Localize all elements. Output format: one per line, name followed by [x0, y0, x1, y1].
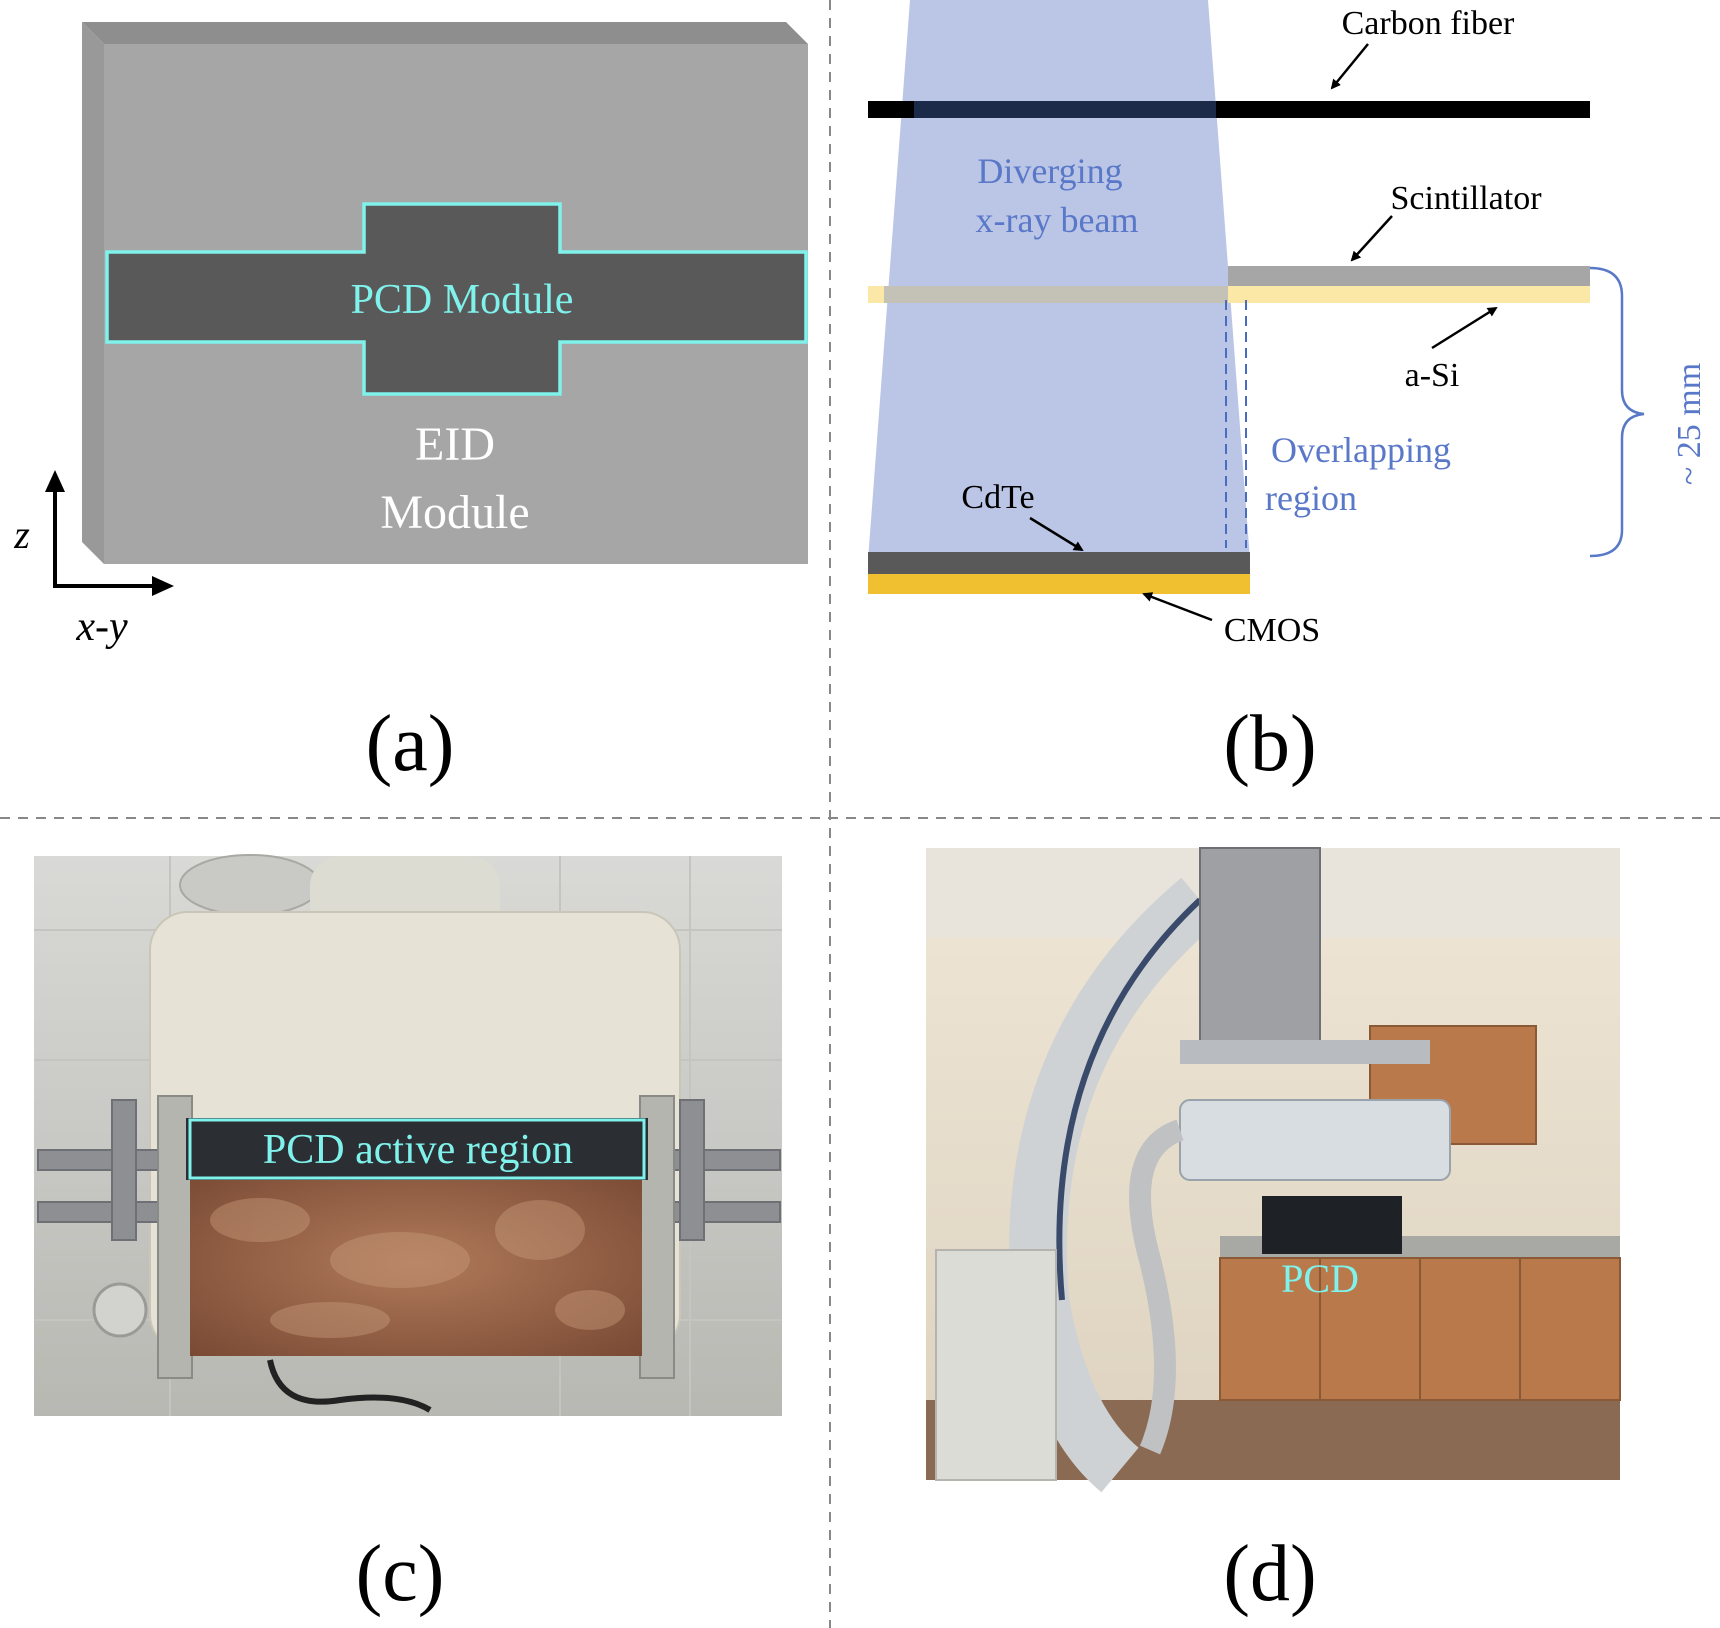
caption-d: (d): [1223, 1530, 1316, 1618]
eid-module-label-line1: EID: [415, 418, 495, 471]
cdte-label: CdTe: [961, 479, 1034, 516]
photo-c-cable: [267, 1359, 432, 1413]
overlap-label-line2: region: [1265, 478, 1357, 518]
photo-d-lower-cabinets: [1219, 1257, 1621, 1401]
asi-label: a-Si: [1405, 357, 1460, 394]
carbon-fiber-bar-in-beam: [914, 101, 1216, 118]
cmos-arrow: [1142, 592, 1213, 622]
beam-label-line2: x-ray beam: [976, 200, 1139, 240]
photo-c-copper-plate: [190, 1170, 642, 1356]
pcd-active-region-label: PCD active region: [263, 1127, 573, 1173]
caption-a: (a): [366, 700, 455, 788]
photo-c-wall-port: [92, 1282, 148, 1338]
cdte-bar: [868, 552, 1250, 574]
pcd-module-label: PCD Module: [351, 277, 574, 323]
photo-c-copper-texture: [210, 1198, 625, 1338]
z-axis-label: z: [13, 512, 30, 557]
dimension-label: ~ 25 mm: [1671, 363, 1708, 485]
cmos-bar: [868, 574, 1250, 594]
asi-bar-in-beam: [884, 286, 1228, 303]
xy-axis-label: x-y: [75, 604, 128, 650]
panel-c: PCD active region (c): [34, 854, 782, 1618]
panel-d: PCD (d): [926, 847, 1621, 1618]
photo-d-pcd-box: [1262, 1196, 1402, 1254]
dimension-brace: [1589, 266, 1645, 558]
pcd-module: [105, 202, 808, 396]
x-ray-beam: [868, 0, 1250, 560]
scintillator-arrow: [1350, 215, 1393, 262]
photo-d-base-unit: [935, 1249, 1057, 1481]
carbon-fiber-label: Carbon fiber: [1342, 5, 1515, 42]
z-axis-arrowhead: [45, 470, 65, 492]
xy-axis-arrowhead: [152, 576, 174, 596]
asi-arrow: [1431, 306, 1498, 350]
photo-d-head-mount: [1199, 847, 1321, 1049]
cmos-label: CMOS: [1224, 612, 1320, 649]
panel-b: Carbon fiber Diverging x-ray beam Scinti…: [868, 0, 1708, 788]
photo-d-hose: [1129, 1119, 1185, 1455]
photo-d-c-arm: [1009, 877, 1219, 1493]
beam-label-line1: Diverging: [977, 151, 1122, 191]
eid-box-top-face: [82, 22, 808, 44]
photo-d-detector-unit: [1179, 1099, 1451, 1181]
cdte-arrow: [1029, 516, 1084, 552]
scintillator-bar: [1228, 266, 1590, 286]
eid-box-left-face: [82, 22, 104, 564]
photo-c-active-region-strip: [186, 1118, 648, 1180]
scintillator-label: Scintillator: [1390, 180, 1542, 217]
eid-module-label-line2: Module: [380, 486, 529, 539]
panel-a: PCD Module EID Module z x-y (a): [13, 22, 808, 788]
photo-d-support-frame: [1180, 1040, 1430, 1064]
pcd-active-region-outline: [188, 1118, 646, 1180]
axes-indicator: z x-y: [13, 470, 174, 650]
carbon-fiber-arrow: [1330, 43, 1369, 90]
overlap-label-line1: Overlapping: [1271, 430, 1451, 470]
photo-c-hose: [179, 854, 321, 916]
caption-b: (b): [1223, 700, 1316, 788]
caption-c: (c): [356, 1530, 445, 1618]
photo-d-c-arm-inner: [1056, 897, 1203, 1301]
pcd-label: PCD: [1281, 1256, 1359, 1301]
